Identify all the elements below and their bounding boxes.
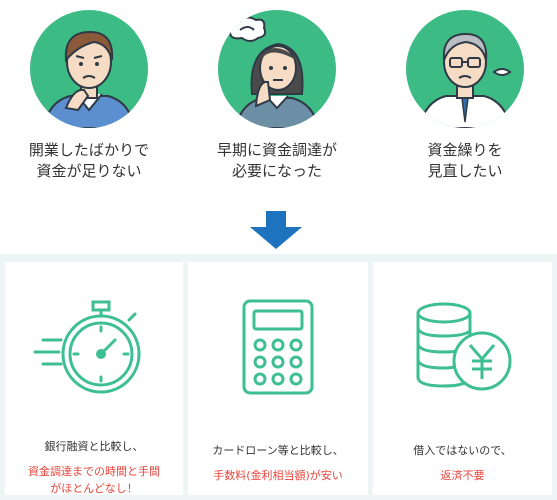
- benefit-lead: カードローン等と比較し、: [212, 444, 344, 457]
- benefit-text: カードローン等と比較し、 手数料(金利相当額)が安い: [188, 442, 368, 484]
- persona-urgent-funding: 早期に資金調達が 必要になった: [197, 10, 357, 182]
- benefit-text: 銀行融資と比較し、 資金調達までの時間と手間 がほとんどなし！: [5, 438, 183, 497]
- benefit-card-no-repayment: 借入ではないので、 返済不要: [373, 262, 552, 495]
- benefit-lead: 銀行融資と比較し、: [44, 440, 144, 453]
- benefit-highlight: 手数料(金利相当額)が安い: [213, 469, 343, 482]
- benefit-card-speed: 銀行融資と比較し、 資金調達までの時間と手間 がほとんどなし！: [5, 262, 183, 495]
- persona-section: 開業したばかりで 資金が足りない 早期に資金調達が 必要になった: [0, 0, 557, 210]
- caption-line: 資金繰りを: [427, 141, 503, 159]
- stopwatch-icon: [5, 282, 183, 412]
- caption-line: 資金が足りない: [36, 162, 142, 180]
- down-arrow-icon: [250, 211, 302, 249]
- yen-coin-stack-icon: [373, 282, 552, 412]
- benefit-lead: 借入ではないので、: [413, 444, 512, 457]
- persona-cashflow-review: 資金繰りを 見直したい: [385, 10, 545, 182]
- benefit-text: 借入ではないので、 返済不要: [373, 442, 552, 484]
- sighing-older-man-icon: [406, 10, 524, 128]
- persona-caption: 開業したばかりで 資金が足りない: [9, 140, 169, 182]
- caption-line: 開業したばかりで: [28, 141, 150, 159]
- stressed-woman-icon: [218, 10, 336, 128]
- benefit-card-fee: カードローン等と比較し、 手数料(金利相当額)が安い: [188, 262, 368, 495]
- benefits-section: 銀行融資と比較し、 資金調達までの時間と手間 がほとんどなし！ カードローン等と…: [0, 254, 557, 500]
- caption-line: 必要になった: [231, 162, 322, 180]
- benefit-highlight: 返済不要: [440, 469, 485, 482]
- benefit-highlight: がほとんどなし！: [50, 482, 138, 495]
- persona-caption: 早期に資金調達が 必要になった: [197, 140, 357, 182]
- persona-caption: 資金繰りを 見直したい: [385, 140, 545, 182]
- caption-line: 見直したい: [427, 162, 503, 180]
- worried-man-icon: [30, 10, 148, 128]
- benefit-highlight: 資金調達までの時間と手間: [28, 465, 160, 478]
- calculator-icon: [188, 282, 368, 412]
- caption-line: 早期に資金調達が: [216, 141, 337, 159]
- persona-new-business: 開業したばかりで 資金が足りない: [9, 10, 169, 182]
